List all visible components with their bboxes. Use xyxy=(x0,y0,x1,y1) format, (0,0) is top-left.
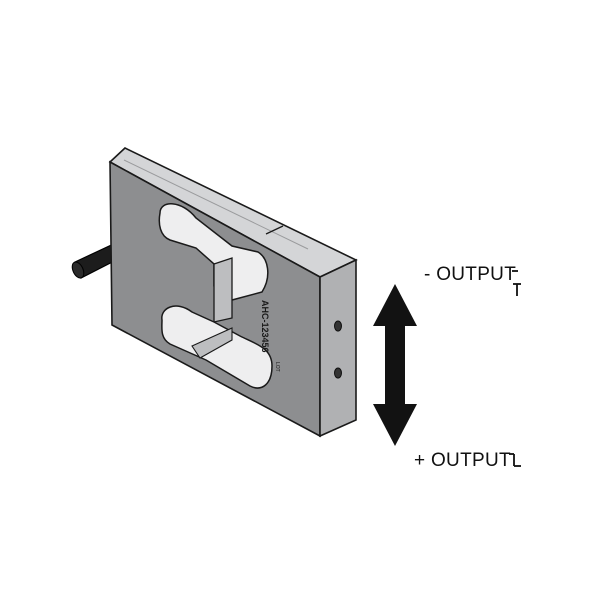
side-face xyxy=(319,258,357,438)
top-face-highlight xyxy=(123,159,309,250)
negative-output-label: - OUTPUT xyxy=(424,264,517,285)
mounting-hole-bottom xyxy=(334,367,342,379)
load-cell: AHC-123456 LOT xyxy=(108,147,358,438)
double-arrow xyxy=(373,284,417,446)
lower-web-shelf xyxy=(191,327,233,359)
positive-output-label: + OUTPUT xyxy=(414,450,511,471)
force-arrow xyxy=(373,284,417,446)
wire-glyph-neg xyxy=(512,270,521,296)
top-face-seam xyxy=(265,225,284,235)
upper-cutout xyxy=(158,203,269,301)
wire-glyph-pos xyxy=(509,453,521,467)
cable-end xyxy=(71,261,85,279)
center-web xyxy=(213,257,233,323)
mounting-hole-top xyxy=(334,320,342,332)
lot-marking: LOT xyxy=(274,362,280,372)
part-marking: AHC-123456 xyxy=(260,300,270,353)
